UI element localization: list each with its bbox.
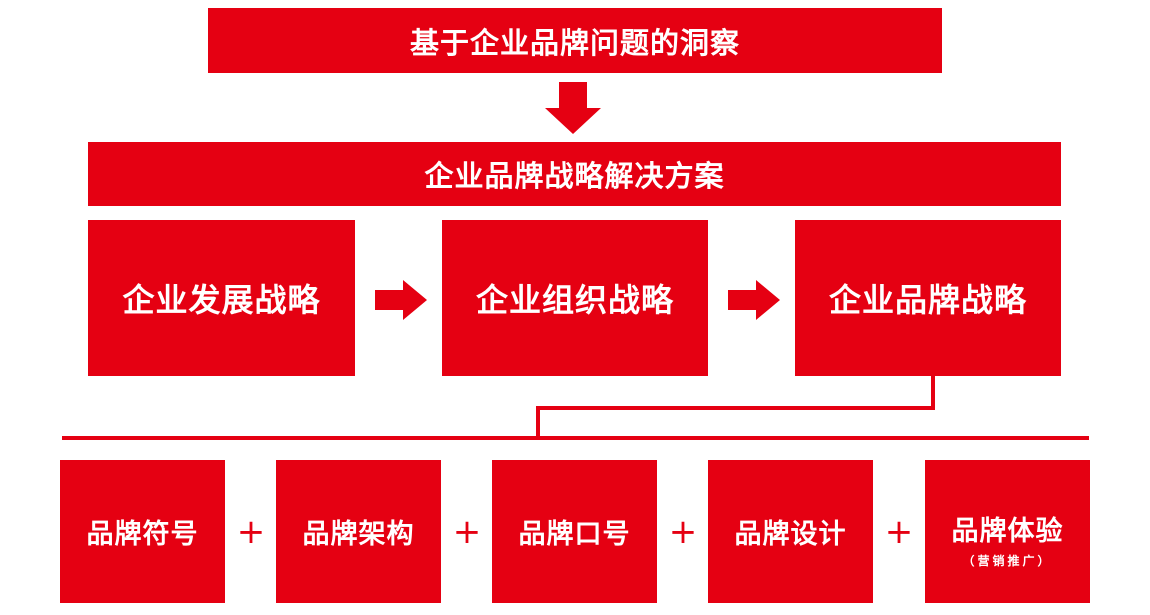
solution-label: 企业品牌战略解决方案	[424, 159, 725, 193]
element-sublabel: （营销推广）	[962, 553, 1053, 568]
plus-icon: +	[884, 512, 914, 552]
connector-vertical-right	[931, 376, 935, 409]
strategy-label: 企业发展战略	[122, 281, 321, 319]
element-label: 品牌体验	[951, 515, 1064, 547]
element-box-symbol: 品牌符号	[60, 460, 225, 603]
strategy-box-development: 企业发展战略	[88, 220, 355, 376]
right-arrow-icon	[728, 280, 780, 320]
plus-icon: +	[668, 512, 698, 552]
down-arrow-icon	[545, 82, 601, 134]
plus-icon: +	[452, 512, 482, 552]
strategy-label: 企业品牌战略	[828, 281, 1027, 319]
plus-icon: +	[236, 512, 266, 552]
solution-box: 企业品牌战略解决方案	[88, 142, 1061, 206]
element-label: 品牌架构	[302, 519, 415, 550]
element-label: 品牌口号	[518, 519, 631, 550]
divider-line	[62, 436, 1089, 440]
element-box-architecture: 品牌架构	[276, 460, 441, 603]
insight-label: 基于企业品牌问题的洞察	[409, 25, 740, 60]
element-box-slogan: 品牌口号	[492, 460, 657, 603]
strategy-box-brand: 企业品牌战略	[795, 220, 1061, 376]
connector-vertical-left	[536, 406, 540, 439]
right-arrow-icon	[375, 280, 427, 320]
strategy-box-organization: 企业组织战略	[442, 220, 708, 376]
insight-box: 基于企业品牌问题的洞察	[208, 8, 942, 73]
element-box-design: 品牌设计	[708, 460, 873, 603]
element-box-experience: 品牌体验 （营销推广）	[925, 460, 1090, 603]
connector-horizontal	[536, 406, 935, 410]
element-label: 品牌符号	[86, 519, 199, 550]
strategy-label: 企业组织战略	[475, 281, 674, 319]
element-label: 品牌设计	[734, 519, 847, 550]
